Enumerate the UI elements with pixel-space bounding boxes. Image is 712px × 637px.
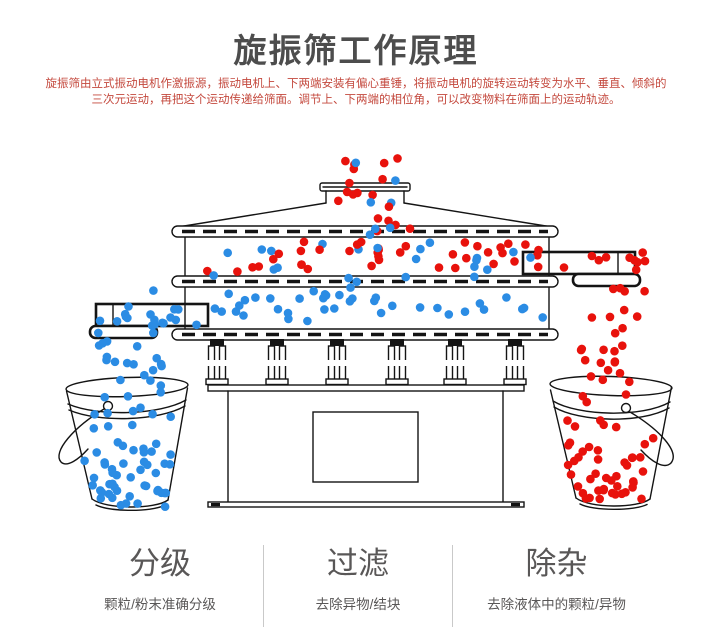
lid-cone bbox=[177, 202, 553, 228]
vibration-springs bbox=[205, 339, 527, 386]
right-bucket-handle bbox=[629, 411, 674, 467]
feature-strip: 分级 颗粒/粉末准确分级 过滤 去除异物/结块 除杂 去除液体中的颗粒/异物 bbox=[57, 545, 660, 627]
machine-base bbox=[207, 384, 525, 508]
feature-impurity-removal: 除杂 去除液体中的颗粒/异物 bbox=[452, 545, 660, 627]
sieve-rim-screen bbox=[171, 225, 559, 238]
feature-classification: 分级 颗粒/粉末准确分级 bbox=[57, 545, 263, 627]
feature-title: 除杂 bbox=[525, 546, 588, 581]
right-bucket bbox=[549, 375, 674, 510]
base-window bbox=[312, 411, 419, 483]
feature-filtration: 过滤 去除异物/结块 bbox=[263, 545, 452, 627]
middle-screen bbox=[171, 275, 559, 288]
page-title: 旋振筛工作原理 bbox=[233, 32, 479, 69]
feed-inlet bbox=[319, 182, 411, 204]
feature-subtitle: 去除异物/结块 bbox=[315, 597, 401, 612]
feature-subtitle: 颗粒/粉末准确分级 bbox=[104, 597, 216, 612]
bottom-screen bbox=[171, 328, 559, 341]
feature-title: 过滤 bbox=[327, 546, 389, 581]
material-particles bbox=[80, 154, 658, 512]
page-description: 旋振筛由立式振动电机作激振源，振动电机上、下两端安装有偏心重锤，将振动电机的旋转… bbox=[45, 78, 667, 106]
feature-title: 分级 bbox=[129, 546, 191, 581]
feature-subtitle: 去除液体中的颗粒/异物 bbox=[487, 597, 626, 612]
left-bucket-handle bbox=[58, 408, 105, 465]
